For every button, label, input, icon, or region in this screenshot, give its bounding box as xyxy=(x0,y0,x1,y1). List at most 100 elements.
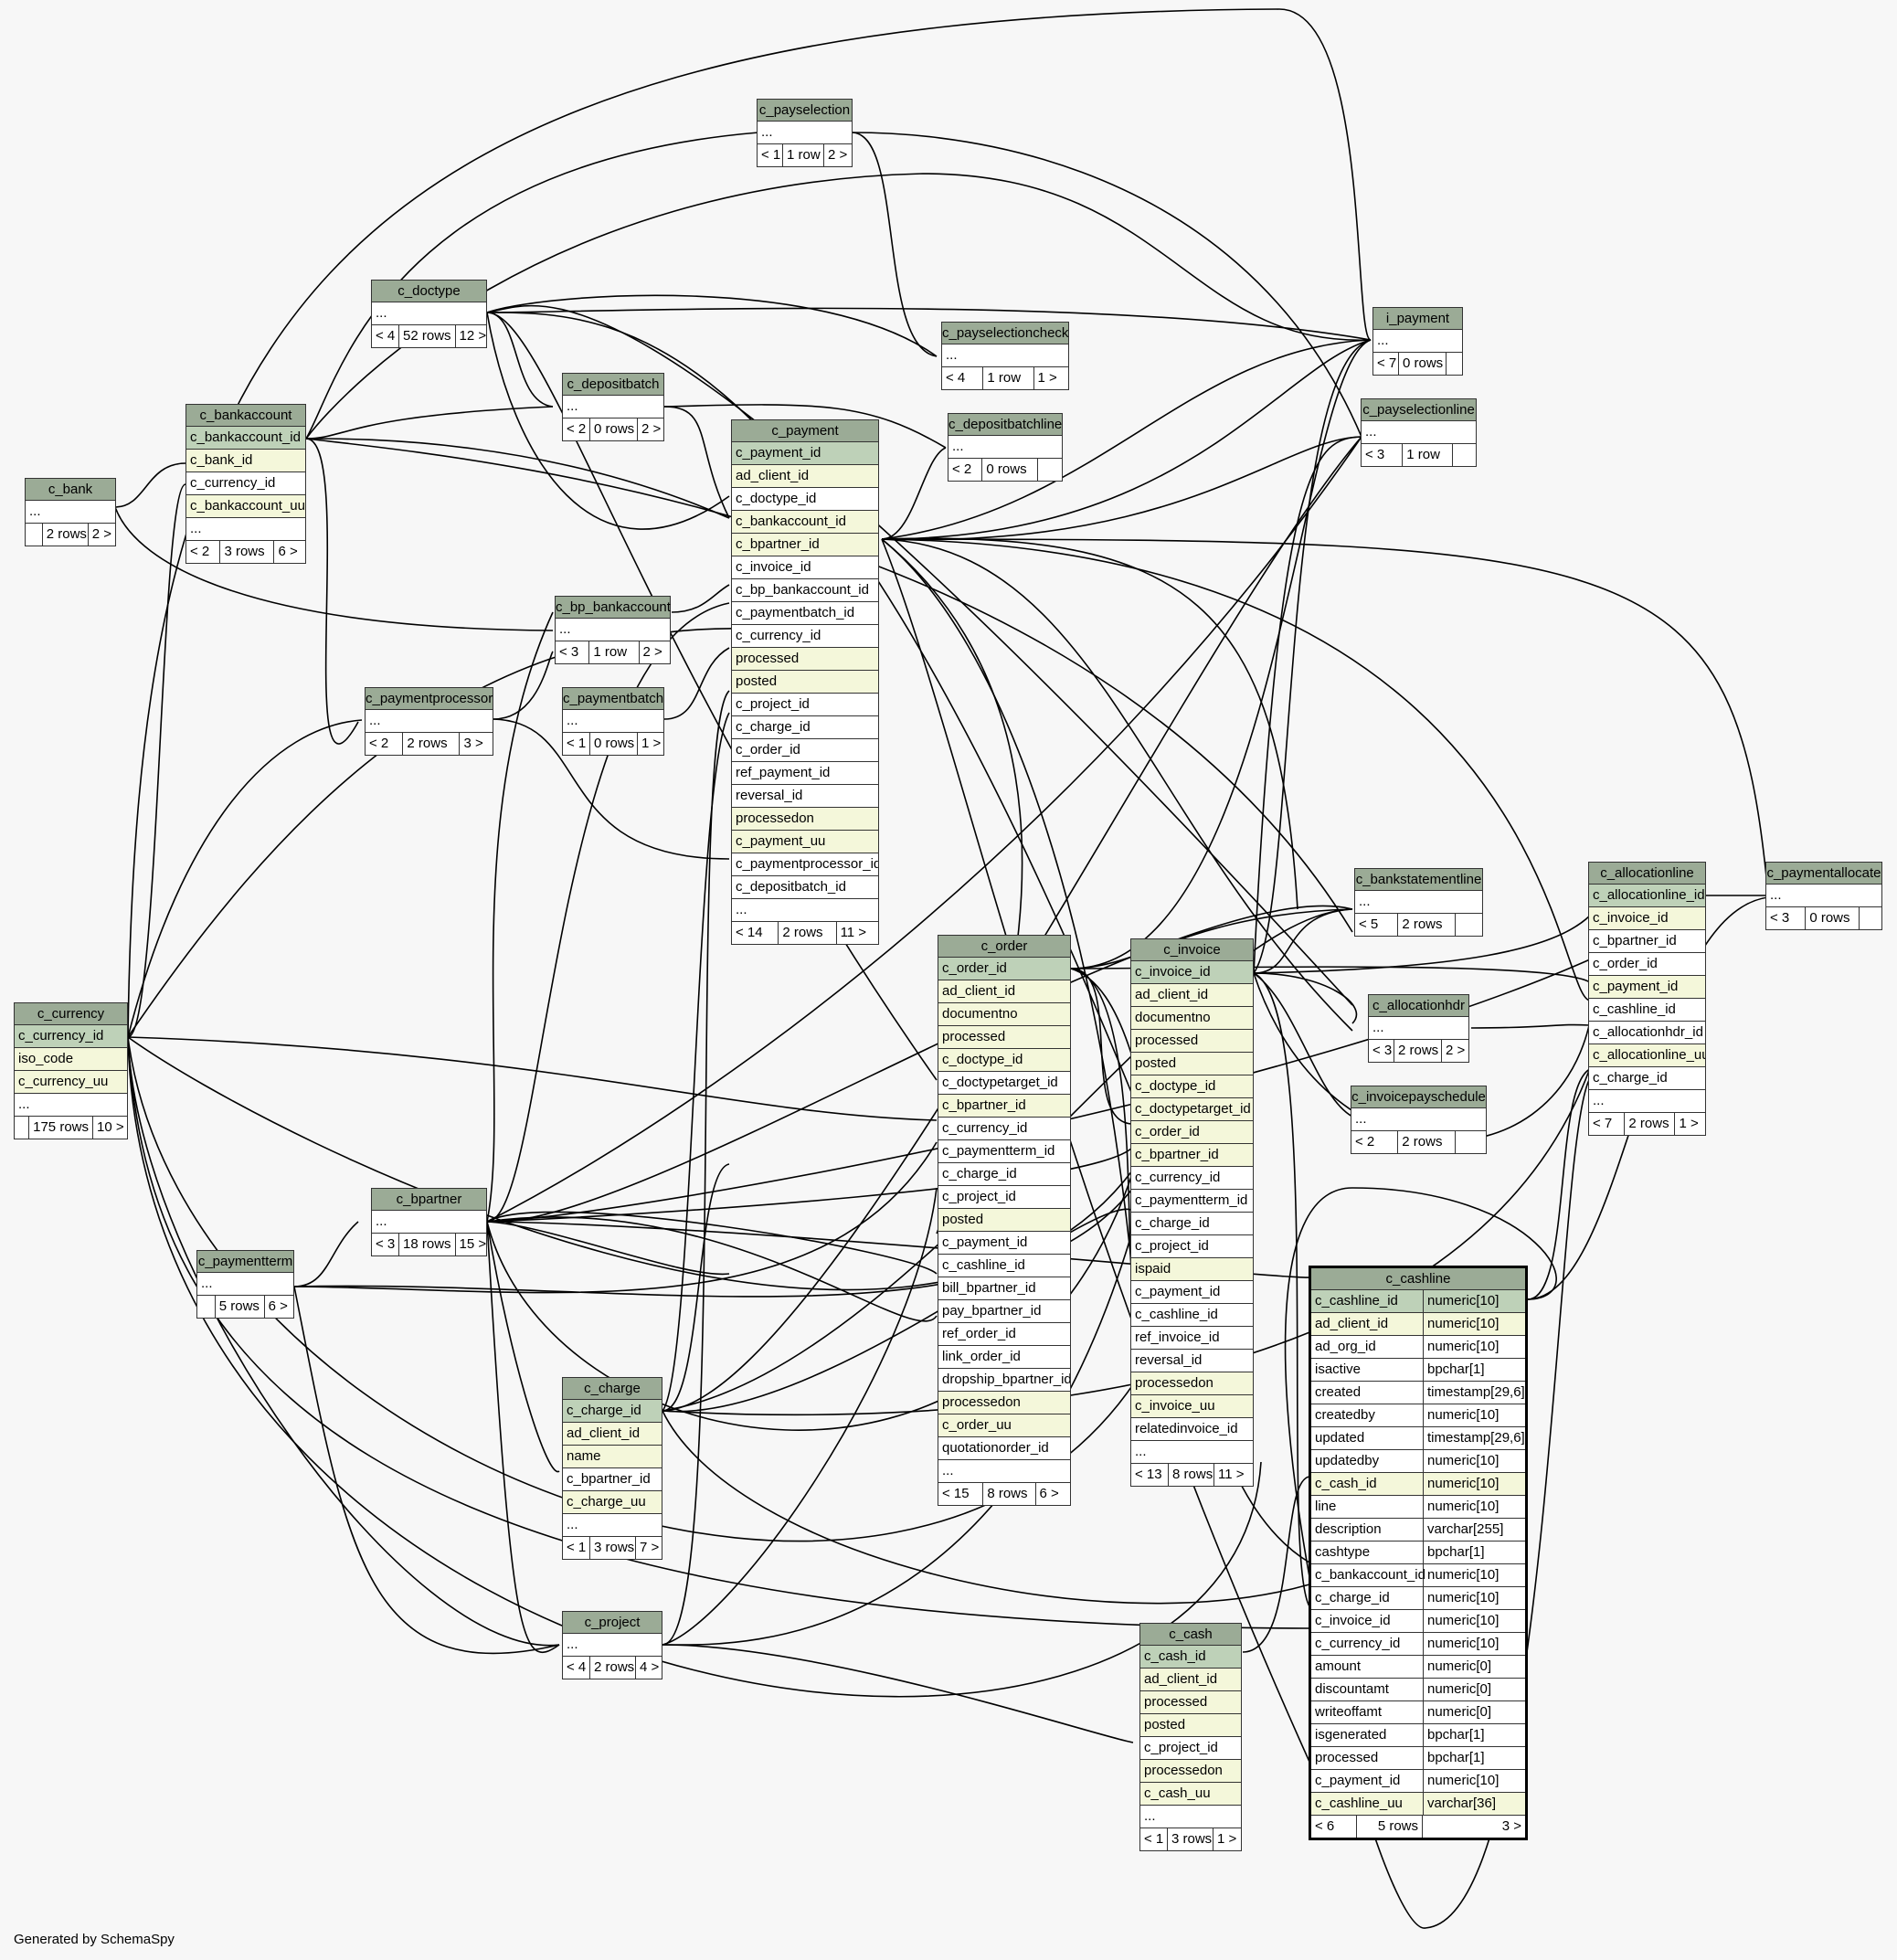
table-c_payment[interactable]: c_payment c_payment_id ad_client_id c_do… xyxy=(731,419,879,945)
footer-rows: 5 rows xyxy=(1357,1816,1423,1838)
table-footer: < 4 1 row 1 > xyxy=(942,367,1068,389)
footer-children: 3 > xyxy=(463,736,483,751)
edge xyxy=(671,584,730,613)
edge xyxy=(493,651,554,720)
column-row: c_bpartner_id xyxy=(1589,930,1705,953)
table-c_bank[interactable]: c_bank ... 2 rows 2 > xyxy=(25,478,116,546)
table-title: c_depositbatch xyxy=(563,374,663,396)
column-type: bpchar[1] xyxy=(1423,1747,1485,1769)
table-c_paymentprocessor[interactable]: c_paymentprocessor ... < 2 2 rows 3 > xyxy=(365,687,493,756)
table-c_bankaccount[interactable]: c_bankaccount c_bankaccount_id c_bank_id… xyxy=(185,404,306,564)
footer-rows: 2 rows xyxy=(1394,1040,1442,1062)
footer-rows: 1 row xyxy=(983,367,1034,389)
table-c_paymentbatch[interactable]: c_paymentbatch ... < 1 0 rows 1 > xyxy=(562,687,664,756)
table-footer: < 1 1 row 2 > xyxy=(758,144,852,166)
table-footer: < 7 0 rows xyxy=(1373,353,1462,375)
footer-children xyxy=(1447,353,1462,375)
table-c_payselectioncheck[interactable]: c_payselectioncheck ... < 4 1 row 1 > xyxy=(941,322,1069,390)
column-type: numeric[0] xyxy=(1423,1656,1491,1678)
column-type: bpchar[1] xyxy=(1423,1542,1485,1563)
table-c_paymentterm[interactable]: c_paymentterm ... 5 rows 6 > xyxy=(196,1250,294,1319)
table-footer: < 2 0 rows xyxy=(948,459,1062,481)
column-row: processedon xyxy=(732,808,878,831)
column-row: c_payment_id xyxy=(732,442,878,465)
table-c_allocationhdr[interactable]: c_allocationhdr ... < 3 2 rows 2 > xyxy=(1368,994,1469,1063)
table-c_cash[interactable]: c_cash c_cash_id ad_client_id processed … xyxy=(1139,1623,1242,1851)
table-c_charge[interactable]: c_charge c_charge_id ad_client_id name c… xyxy=(562,1377,662,1560)
table-footer: < 7 2 rows 1 > xyxy=(1589,1113,1705,1135)
column-name: createdby xyxy=(1315,1407,1375,1423)
footer-parents: < 4 xyxy=(942,367,984,389)
column-row: c_order_id xyxy=(732,739,878,762)
column-name: c_bankaccount_id xyxy=(1315,1567,1425,1583)
footer-children: 12 > xyxy=(459,328,487,344)
table-title: c_paymentbatch xyxy=(563,688,663,710)
column-name: c_charge_id xyxy=(1315,1590,1390,1605)
footer-parents xyxy=(15,1117,30,1139)
column-row: c_bankaccount_id xyxy=(186,427,305,450)
edge xyxy=(486,1221,560,1654)
edge xyxy=(881,339,1372,540)
footer-rows: 2 rows xyxy=(779,922,837,944)
table-title: c_order xyxy=(938,936,1070,958)
column-row: c_allocationline_uu xyxy=(1589,1044,1705,1067)
table-c_currency[interactable]: c_currency c_currency_id iso_code c_curr… xyxy=(14,1002,128,1139)
footer-children: 6 > xyxy=(268,1298,288,1314)
column-type: numeric[10] xyxy=(1423,1313,1499,1335)
table-c_bankstatementline[interactable]: c_bankstatementline ... < 5 2 rows xyxy=(1354,868,1483,937)
table-c_invoicepayschedule[interactable]: c_invoicepayschedule ... < 2 2 rows xyxy=(1351,1086,1487,1154)
table-c_payselectionline[interactable]: c_payselectionline ... < 3 1 row xyxy=(1361,398,1477,467)
table-footer: < 13 8 rows 11 > xyxy=(1131,1464,1253,1486)
table-c_payselection[interactable]: c_payselection ... < 1 1 row 2 > xyxy=(757,99,853,167)
footer-parents: < 3 xyxy=(1766,907,1807,929)
column-row: c_bpartner_id xyxy=(732,534,878,556)
table-footer: < 2 0 rows 2 > xyxy=(563,418,663,440)
column-row: c_charge_uu xyxy=(563,1491,662,1514)
column-row: iso_code xyxy=(15,1048,127,1071)
table-i_payment[interactable]: i_payment ... < 7 0 rows xyxy=(1372,307,1463,376)
column-row: ref_order_id xyxy=(938,1323,1070,1346)
column-type: numeric[10] xyxy=(1423,1404,1499,1426)
column-name: c_cashline_uu xyxy=(1315,1796,1403,1811)
edge xyxy=(486,312,730,530)
column-row: createdby numeric[10] xyxy=(1311,1404,1525,1427)
table-c_project[interactable]: c_project ... < 4 2 rows 4 > xyxy=(562,1611,662,1679)
edge xyxy=(881,436,1362,541)
table-c_bpartner[interactable]: c_bpartner ... < 3 18 rows 15 > xyxy=(371,1188,487,1256)
column-row: ... xyxy=(563,1514,662,1537)
edge xyxy=(881,537,1298,910)
column-row: c_bpartner_id xyxy=(938,1095,1070,1118)
footer-children: 2 > xyxy=(1446,1043,1466,1058)
column-row: quotationorder_id xyxy=(938,1437,1070,1460)
column-name: updatedby xyxy=(1315,1453,1380,1468)
edge xyxy=(305,438,359,745)
column-type: numeric[10] xyxy=(1423,1587,1499,1609)
table-c_depositbatchline[interactable]: c_depositbatchline ... < 2 0 rows xyxy=(948,413,1063,482)
column-row: c_bpartner_id xyxy=(1131,1144,1253,1167)
table-c_allocationline[interactable]: c_allocationline c_allocationline_id c_i… xyxy=(1588,862,1706,1136)
footer-parents xyxy=(197,1296,216,1318)
footer-parents: < 3 xyxy=(1362,444,1404,466)
edge xyxy=(127,1036,1262,1698)
table-c_paymentallocate[interactable]: c_paymentallocate ... < 3 0 rows xyxy=(1765,862,1882,930)
table-c_bp_bankaccount[interactable]: c_bp_bankaccount ... < 3 1 row 2 > xyxy=(555,596,671,664)
table-c_depositbatch[interactable]: c_depositbatch ... < 2 0 rows 2 > xyxy=(562,373,664,441)
footer-parents: < 7 xyxy=(1589,1113,1626,1135)
table-c_order[interactable]: c_order c_order_id ad_client_id document… xyxy=(938,935,1071,1506)
table-c_invoice[interactable]: c_invoice c_invoice_id ad_client_id docu… xyxy=(1130,938,1254,1487)
column-row: c_depositbatch_id xyxy=(732,876,878,899)
column-name: processed xyxy=(1315,1750,1379,1765)
column-row: c_currency_id xyxy=(15,1025,127,1048)
column-row: ... xyxy=(26,501,115,524)
table-title: c_payselection xyxy=(758,100,852,122)
edge xyxy=(1242,1476,1310,1653)
column-name: updated xyxy=(1315,1430,1365,1446)
edge xyxy=(486,1221,560,1473)
column-row: ... xyxy=(938,1460,1070,1483)
table-c_doctype[interactable]: c_doctype ... < 4 52 rows 12 > xyxy=(371,280,487,348)
